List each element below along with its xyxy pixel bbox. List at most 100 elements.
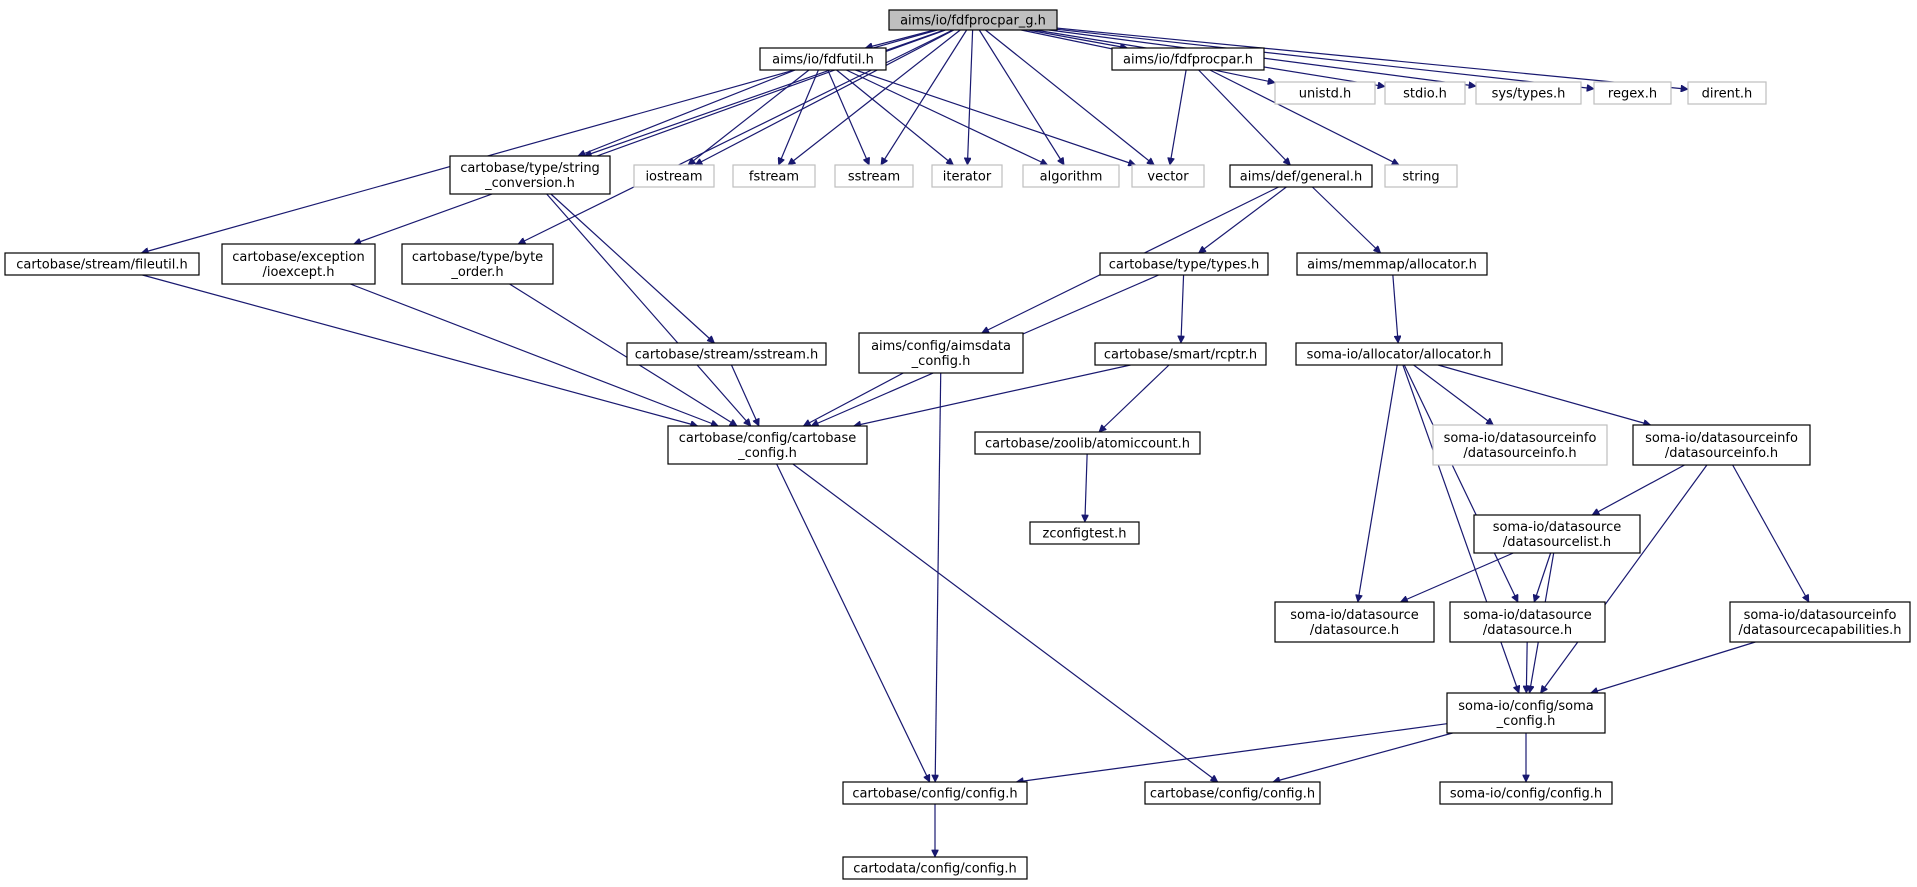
node-regex: regex.h <box>1593 81 1672 105</box>
edge-strconv-to-cbconfig <box>546 193 751 426</box>
node-label: soma-io/datasourceinfo <box>1444 431 1597 446</box>
node-memalloc[interactable]: aims/memmap/allocator.h <box>1296 252 1488 276</box>
node-cbconfig[interactable]: cartobase/config/cartobase_config.h <box>667 425 868 465</box>
node-types[interactable]: cartobase/type/types.h <box>1099 252 1269 276</box>
node-label: unistd.h <box>1299 87 1352 102</box>
node-dirent: dirent.h <box>1687 81 1767 105</box>
node-box <box>1384 164 1458 188</box>
node-box <box>626 342 827 366</box>
edge-ds2-to-somaconfig <box>1526 641 1527 693</box>
node-dscap[interactable]: soma-io/datasourceinfo/datasourcecapabil… <box>1729 601 1911 643</box>
edge-byteorder-to-cbconfig <box>509 283 738 427</box>
edge-fdfutil-to-sstream <box>827 69 869 165</box>
node-label: zconfigtest.h <box>1043 527 1127 542</box>
node-fileutil[interactable]: cartobase/stream/fileutil.h <box>4 252 200 276</box>
node-systypes: sys/types.h <box>1475 81 1582 105</box>
node-label: /datasourcecapabilities.h <box>1738 623 1901 638</box>
node-zconfig[interactable]: zconfigtest.h <box>1029 521 1140 545</box>
node-box <box>667 425 868 465</box>
node-label: fstream <box>749 170 799 185</box>
node-label: cartobase/stream/fileutil.h <box>16 258 188 273</box>
node-label: cartobase/type/string <box>460 161 600 176</box>
node-label: cartobase/type/byte <box>412 250 543 265</box>
edge-somaconfig-to-cbcfg2 <box>1273 732 1453 782</box>
node-label: aims/io/fdfprocpar_g.h <box>900 14 1046 29</box>
node-box <box>1111 47 1265 71</box>
node-box <box>401 243 554 285</box>
node-box <box>834 164 914 188</box>
edge-rcptr-to-cbconfig <box>854 364 1131 426</box>
node-box <box>1439 781 1613 805</box>
node-general[interactable]: aims/def/general.h <box>1229 164 1373 188</box>
node-box <box>842 781 1028 805</box>
node-atomic[interactable]: cartobase/zoolib/atomiccount.h <box>974 431 1201 455</box>
node-somacfg[interactable]: soma-io/config/config.h <box>1439 781 1613 805</box>
node-byteorder[interactable]: cartobase/type/byte_order.h <box>401 243 554 285</box>
node-dsinfo1: soma-io/datasourceinfo/datasourceinfo.h <box>1432 424 1608 466</box>
node-cdconfig[interactable]: cartodata/config/config.h <box>842 856 1028 880</box>
edge-cbconfig-to-cbcfg2 <box>792 463 1218 783</box>
edge-somaalloc-to-dsinfo1 <box>1413 364 1494 426</box>
node-box <box>1687 81 1767 105</box>
node-box <box>1029 521 1140 545</box>
node-somaconfig[interactable]: soma-io/config/soma_config.h <box>1446 692 1606 734</box>
node-box <box>1094 342 1267 366</box>
node-box <box>1593 81 1672 105</box>
node-algorithm: algorithm <box>1022 164 1120 188</box>
node-aimsdata[interactable]: aims/config/aimsdata_config.h <box>858 332 1024 374</box>
node-label: aims/memmap/allocator.h <box>1307 258 1477 273</box>
node-fdfprocpar[interactable]: aims/io/fdfprocpar.h <box>1111 47 1265 71</box>
node-rcptr[interactable]: cartobase/smart/rcptr.h <box>1094 342 1267 366</box>
node-label: stdio.h <box>1403 87 1447 102</box>
node-box <box>888 9 1058 31</box>
edge-fileutil-to-cbconfig <box>142 274 697 426</box>
node-dsinfo2[interactable]: soma-io/datasourceinfo/datasourceinfo.h <box>1632 424 1811 466</box>
edge-root-to-fstream <box>788 29 961 165</box>
node-ds2[interactable]: soma-io/datasource/datasource.h <box>1449 601 1606 643</box>
edge-root-to-dirent <box>1056 27 1688 89</box>
node-label: /ioexcept.h <box>262 265 334 280</box>
edge-fdfutil-to-iostream <box>688 69 810 165</box>
node-label: _config.h <box>737 446 797 461</box>
node-somaalloc[interactable]: soma-io/allocator/allocator.h <box>1295 342 1503 366</box>
edge-general-to-memalloc <box>1311 186 1380 253</box>
edge-dsinfo2-to-somaconfig <box>1540 464 1708 693</box>
node-box <box>1384 81 1466 105</box>
node-cbcfg2[interactable]: cartobase/config/config.h <box>1144 781 1321 805</box>
node-label: sys/types.h <box>1492 87 1566 102</box>
node-box <box>1449 601 1606 643</box>
node-label: cartobase/type/types.h <box>1109 258 1259 273</box>
node-cbcfg1[interactable]: cartobase/config/config.h <box>842 781 1028 805</box>
node-label: dirent.h <box>1702 87 1753 102</box>
node-strconv[interactable]: cartobase/type/string_conversion.h <box>449 155 611 195</box>
node-iostream: iostream <box>633 164 715 188</box>
node-label: regex.h <box>1608 87 1657 102</box>
edge-memalloc-to-somaalloc <box>1392 274 1398 343</box>
node-label: cartobase/stream/sstream.h <box>635 348 819 363</box>
node-dslist[interactable]: soma-io/datasource/datasourcelist.h <box>1473 514 1641 554</box>
edge-general-to-types <box>1199 186 1287 254</box>
node-box <box>1729 601 1911 643</box>
node-box <box>221 243 376 285</box>
node-label: soma-io/datasource <box>1290 608 1418 623</box>
node-fdfutil[interactable]: aims/io/fdfutil.h <box>759 47 887 71</box>
edge-fdfprocpar-to-general <box>1198 69 1291 165</box>
edge-root-to-sstream <box>880 29 968 165</box>
node-ioexcept[interactable]: cartobase/exception/ioexcept.h <box>221 243 376 285</box>
node-label: _order.h <box>450 265 503 280</box>
node-label: soma-io/config/config.h <box>1450 787 1602 802</box>
node-cbsstream[interactable]: cartobase/stream/sstream.h <box>626 342 827 366</box>
edge-atomic-to-zconfig <box>1085 453 1087 522</box>
node-label: cartodata/config/config.h <box>853 862 1016 877</box>
node-sstream: sstream <box>834 164 914 188</box>
node-ds1[interactable]: soma-io/datasource/datasource.h <box>1274 601 1435 643</box>
node-label: _config.h <box>1496 714 1556 729</box>
edge-root-to-fdfutil <box>865 29 935 48</box>
node-label: soma-io/datasource <box>1463 608 1591 623</box>
node-iterator: iterator <box>931 164 1003 188</box>
node-layer: aims/io/fdfprocpar_g.h aims/io/fdfutil.h a… <box>4 9 1911 880</box>
node-label: iostream <box>645 170 702 185</box>
edge-root-to-vector <box>985 29 1155 165</box>
edge-root-to-regex <box>1056 28 1594 88</box>
